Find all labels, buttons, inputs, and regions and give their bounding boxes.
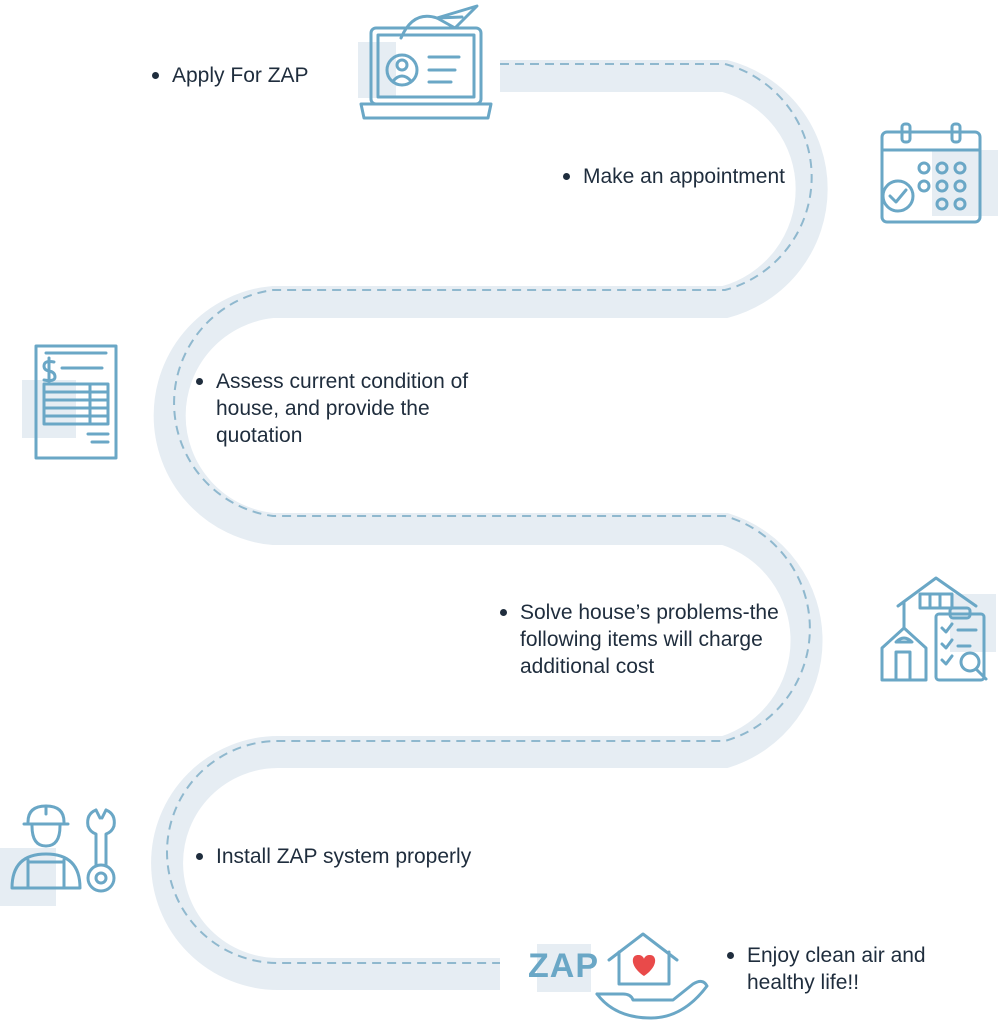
hand-house-heart-icon [595,932,709,1020]
bullet-dot [152,72,159,79]
bullet-dot [563,173,570,180]
road-center-dashes [166,63,813,964]
step-label: Assess current condition of house, and p… [216,370,469,447]
quotation-document-icon [22,344,118,460]
zap-logo-text: ZAP [528,947,599,985]
bullet-dot [500,609,507,616]
laptop-profile-icon [358,4,493,120]
step-label: Apply For ZAP [172,64,309,87]
step-install: Install ZAP system properly [196,843,471,870]
bullet-dot [196,378,203,385]
step-label: Enjoy clean air and healthy life!! [747,944,926,994]
step-label: Install ZAP system properly [216,845,472,868]
calendar-icon [880,122,998,224]
zap-logo: ZAP [523,930,713,1024]
step-apply: Apply For ZAP [152,62,309,89]
bullet-dot [196,853,203,860]
step-solve: Solve house’s problems-the following ite… [500,599,779,680]
step-enjoy: Enjoy clean air and healthy life!! [727,942,926,996]
step-appointment: Make an appointment [563,163,785,190]
step-label: Make an appointment [583,165,785,188]
step-label: Solve house’s problems-the following ite… [520,601,779,678]
bullet-dot [727,952,734,959]
road-band [151,60,828,990]
step-assess: Assess current condition of house, and p… [196,368,468,449]
house-inspection-icon [880,576,996,682]
technician-icon [0,804,116,906]
